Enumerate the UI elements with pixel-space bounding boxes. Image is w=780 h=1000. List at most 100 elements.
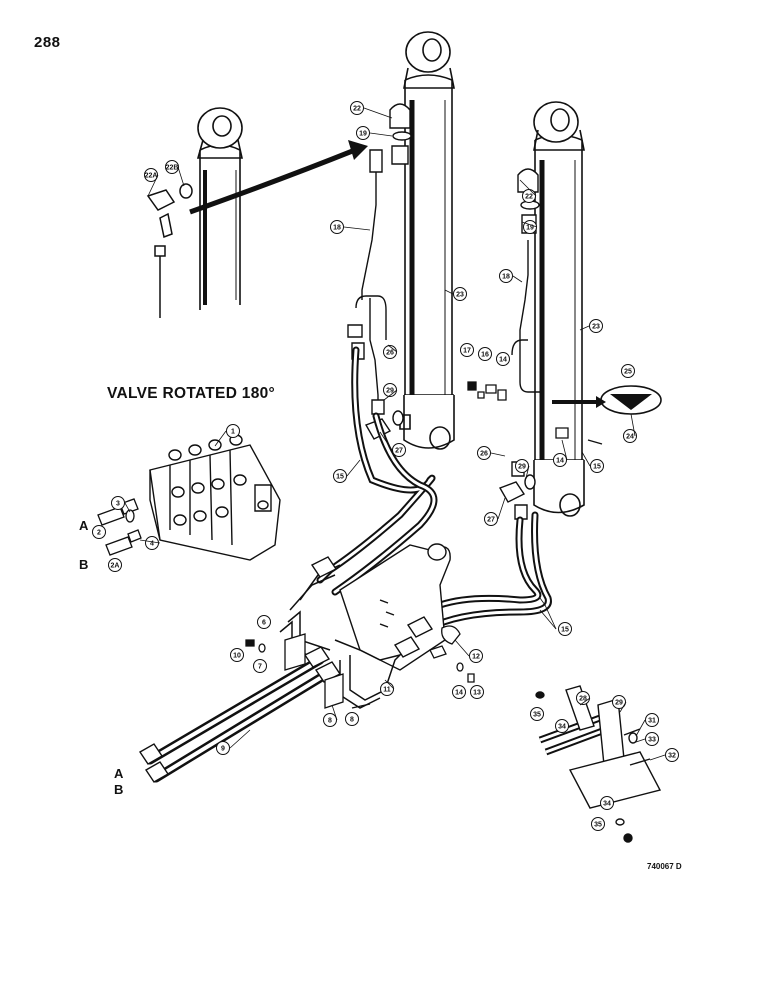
svg-text:33: 33 bbox=[648, 737, 656, 744]
svg-text:8: 8 bbox=[350, 717, 354, 724]
callout-22-right: 22 bbox=[522, 189, 536, 203]
callout-29-left: 29 bbox=[383, 383, 397, 397]
svg-text:4: 4 bbox=[150, 541, 154, 548]
callout-16-top: 14 bbox=[496, 352, 510, 366]
callout-2a: 2A bbox=[108, 558, 122, 572]
callout-3: 3 bbox=[111, 496, 125, 510]
svg-text:34: 34 bbox=[603, 801, 611, 808]
svg-text:14: 14 bbox=[499, 357, 507, 364]
svg-text:9: 9 bbox=[221, 746, 225, 753]
callout-18: 16 bbox=[478, 347, 492, 361]
svg-text:14: 14 bbox=[455, 690, 463, 697]
hose-support-bracket-detail bbox=[535, 685, 662, 843]
callout-12: 12 bbox=[469, 649, 483, 663]
callout-29: 29 bbox=[612, 695, 626, 709]
tube-clamp-bracket bbox=[245, 633, 371, 709]
svg-text:26: 26 bbox=[480, 451, 488, 458]
mounting-frame-plate bbox=[339, 543, 451, 671]
svg-text:25: 25 bbox=[624, 369, 632, 376]
svg-text:27: 27 bbox=[487, 517, 495, 524]
main-cylinder-left bbox=[399, 31, 455, 450]
svg-text:22: 22 bbox=[353, 106, 361, 113]
page-number: 288 bbox=[34, 34, 61, 51]
svg-text:15: 15 bbox=[336, 474, 344, 481]
callout-32: 32 bbox=[665, 748, 679, 762]
callout-27-left: 27 bbox=[392, 443, 406, 457]
callout-17: 15 bbox=[590, 459, 604, 473]
svg-text:35: 35 bbox=[594, 822, 602, 829]
hoses-right-cylinder bbox=[411, 511, 552, 644]
hose-end-fittings bbox=[139, 556, 434, 783]
svg-text:18: 18 bbox=[502, 274, 510, 281]
svg-text:29: 29 bbox=[518, 464, 526, 471]
callout-35-top: 35 bbox=[530, 707, 544, 721]
svg-text:29: 29 bbox=[615, 700, 623, 707]
svg-text:14: 14 bbox=[556, 458, 564, 465]
callout-11: 11 bbox=[380, 682, 394, 696]
svg-text:12: 12 bbox=[472, 654, 480, 661]
svg-text:22B: 22B bbox=[166, 165, 179, 172]
hose-pair-9 bbox=[145, 655, 335, 783]
svg-text:1: 1 bbox=[231, 429, 235, 436]
callout-23-left: 23 bbox=[453, 287, 467, 301]
callout-15-left: 15 bbox=[333, 469, 347, 483]
callout-19: 17 bbox=[460, 343, 474, 357]
callout-14: 14 bbox=[452, 685, 466, 699]
callout-31: 31 bbox=[645, 713, 659, 727]
callout-15-right: 15 bbox=[558, 622, 572, 636]
svg-text:29: 29 bbox=[386, 388, 394, 395]
svg-text:2A: 2A bbox=[111, 563, 120, 570]
callout-34-top: 34 bbox=[555, 719, 569, 733]
svg-text:23: 23 bbox=[456, 292, 464, 299]
callout-1: 1 bbox=[226, 424, 240, 438]
svg-text:31: 31 bbox=[648, 718, 656, 725]
svg-text:16: 16 bbox=[481, 352, 489, 359]
callout-4: 4 bbox=[145, 536, 159, 550]
svg-text:28: 28 bbox=[579, 696, 587, 703]
callout-28: 28 bbox=[576, 691, 590, 705]
callout-13: 13 bbox=[470, 685, 484, 699]
callout-26-left: 26 bbox=[383, 345, 397, 359]
inset-cylinder bbox=[196, 107, 243, 310]
hose-clamp-detail bbox=[552, 385, 662, 415]
hose-port-a-label: A bbox=[114, 766, 124, 781]
svg-text:27: 27 bbox=[395, 448, 403, 455]
svg-text:19: 19 bbox=[526, 225, 534, 232]
callout-22a: 22A bbox=[144, 168, 158, 182]
callout-10: 10 bbox=[230, 648, 244, 662]
callout-9: 9 bbox=[216, 741, 230, 755]
svg-text:13: 13 bbox=[473, 690, 481, 697]
inset-elbow-fitting bbox=[146, 183, 193, 318]
svg-text:32: 32 bbox=[668, 753, 676, 760]
control-valve-bank bbox=[149, 434, 281, 561]
callout-35-bottom: 35 bbox=[591, 817, 605, 831]
valve-port-a-label: A bbox=[79, 518, 89, 533]
callout-29-right: 29 bbox=[515, 459, 529, 473]
svg-text:18: 18 bbox=[333, 225, 341, 232]
svg-text:15: 15 bbox=[561, 627, 569, 634]
valve-port-b-label: B bbox=[79, 557, 89, 572]
clip-parts-upper bbox=[467, 381, 603, 445]
svg-text:10: 10 bbox=[233, 653, 241, 660]
svg-text:34: 34 bbox=[558, 724, 566, 731]
svg-text:24: 24 bbox=[626, 434, 634, 441]
svg-text:7: 7 bbox=[258, 664, 262, 671]
clamp-12-assembly bbox=[429, 625, 475, 683]
callout-21-right: 19 bbox=[523, 220, 537, 234]
svg-text:11: 11 bbox=[383, 687, 391, 694]
callout-33: 33 bbox=[645, 732, 659, 746]
svg-text:19: 19 bbox=[359, 131, 367, 138]
callout-27-right: 27 bbox=[484, 512, 498, 526]
svg-text:17: 17 bbox=[463, 348, 471, 355]
inset-pointer-arrow bbox=[189, 140, 368, 215]
callout-22: 22 bbox=[350, 101, 364, 115]
valve-port-fittings bbox=[97, 498, 142, 556]
svg-text:22A: 22A bbox=[145, 173, 158, 180]
main-cylinder-top-fitting bbox=[361, 103, 412, 300]
svg-text:23: 23 bbox=[592, 324, 600, 331]
svg-text:22: 22 bbox=[525, 194, 533, 201]
svg-text:26: 26 bbox=[386, 350, 394, 357]
svg-text:3: 3 bbox=[116, 501, 120, 508]
